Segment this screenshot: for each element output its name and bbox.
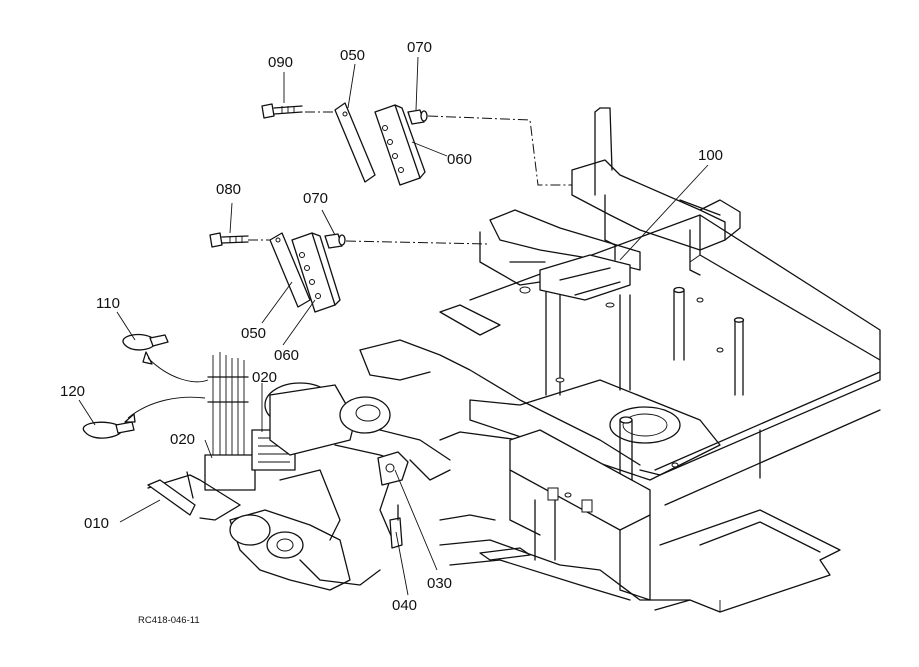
reference-code: RC418-046-11	[138, 615, 200, 626]
callout-060-mid: 060	[274, 347, 299, 364]
callout-120: 120	[60, 383, 85, 400]
callout-050-mid: 050	[241, 325, 266, 342]
callout-070-mid: 070	[303, 190, 328, 207]
exploded-parts	[82, 102, 428, 439]
leader-lines	[78, 56, 709, 596]
callout-030: 030	[427, 575, 452, 592]
callout-070-top: 070	[407, 39, 432, 56]
pedal-assembly	[147, 352, 451, 591]
callout-020-left: 020	[170, 431, 195, 448]
callout-090: 090	[268, 54, 293, 71]
assembly-lines	[124, 111, 572, 423]
main-frame	[359, 107, 881, 613]
callout-labels: 090 050 070 060 100 080 070 110 050 060 …	[60, 39, 723, 626]
callout-060-top: 060	[447, 151, 472, 168]
callout-100: 100	[698, 147, 723, 164]
callout-020-right: 020	[252, 369, 277, 386]
callout-080: 080	[216, 181, 241, 198]
callout-110: 110	[96, 295, 120, 312]
callout-010: 010	[84, 515, 109, 532]
callout-050-top: 050	[340, 47, 365, 64]
callout-040: 040	[392, 597, 417, 614]
